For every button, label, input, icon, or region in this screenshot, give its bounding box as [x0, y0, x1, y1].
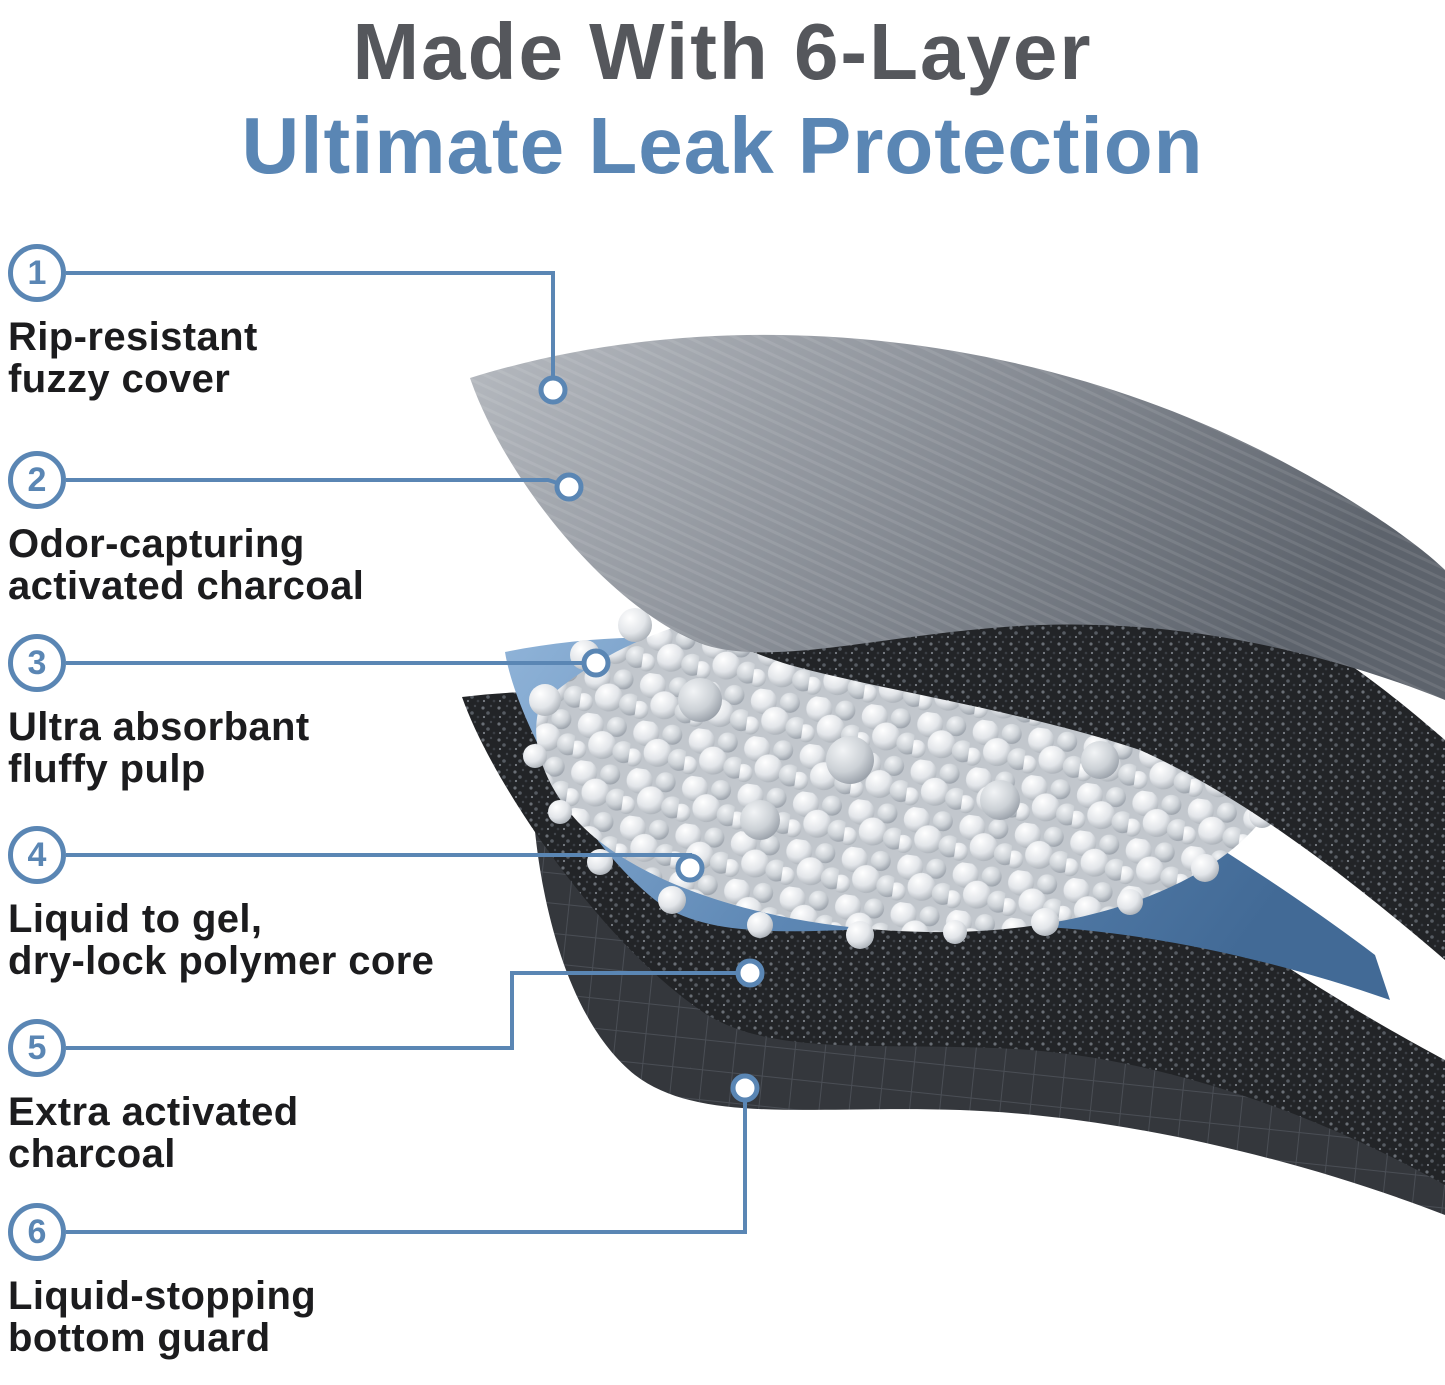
layer-stack	[462, 334, 1445, 1215]
layer-1-label: Rip-resistant fuzzy cover	[8, 316, 258, 401]
layer-2-number: 2	[27, 460, 47, 499]
layer-2-label: Odor-capturing activated charcoal	[8, 523, 364, 608]
layer-item-5: 5 Extra activated charcoal	[8, 1019, 299, 1176]
layer-1-label-line1: Rip-resistant	[8, 315, 258, 359]
connector-dot-4	[675, 853, 705, 883]
layer-6-number-badge: 6	[8, 1203, 66, 1261]
layer-5-number-badge: 5	[8, 1019, 66, 1077]
layer-3-label-line1: Ultra absorbant	[8, 705, 310, 749]
layer-2-label-line2: activated charcoal	[8, 564, 365, 609]
layer-3-number: 3	[27, 643, 47, 682]
layer-1-label-line2: fuzzy cover	[8, 357, 231, 402]
connector-dots	[538, 375, 765, 1103]
title-line2: Ultimate Leak Protection	[241, 101, 1204, 190]
layer-4-label: Liquid to gel, dry-lock polymer core	[8, 898, 434, 983]
layer-6-label-line1: Liquid-stopping	[8, 1274, 317, 1318]
layer-4-number: 4	[27, 835, 47, 874]
connector-dot-3	[581, 648, 611, 678]
layer-3-label-line2: fluffy pulp	[8, 747, 206, 792]
layer-5-label-line1: Extra activated	[8, 1090, 299, 1134]
layer-5-label: Extra activated charcoal	[8, 1091, 299, 1176]
connector-dot-6	[730, 1073, 760, 1103]
layer-1-number-badge: 1	[8, 244, 66, 302]
layer-3-label: Ultra absorbant fluffy pulp	[8, 706, 310, 791]
layer-1-number: 1	[27, 253, 47, 292]
layer-4-label-line1: Liquid to gel,	[8, 897, 263, 941]
layer-6-number: 6	[27, 1212, 47, 1251]
layer-4-label-line2: dry-lock polymer core	[8, 939, 435, 984]
connector-line-1	[66, 271, 555, 380]
connector-dot-1	[538, 375, 568, 405]
layer-3-number-badge: 3	[8, 634, 66, 692]
layer-item-4: 4 Liquid to gel, dry-lock polymer core	[8, 826, 434, 983]
layer-item-1: 1 Rip-resistant fuzzy cover	[8, 244, 258, 401]
layer-2-number-badge: 2	[8, 451, 66, 509]
layer-item-2: 2 Odor-capturing activated charcoal	[8, 451, 364, 608]
layer-6-label: Liquid-stopping bottom guard	[8, 1275, 316, 1360]
connector-dot-5	[735, 958, 765, 988]
layer-item-6: 6 Liquid-stopping bottom guard	[8, 1203, 316, 1360]
layer-5-number: 5	[27, 1028, 47, 1067]
title-line1: Made With 6-Layer	[352, 7, 1093, 96]
connector-dot-2	[554, 472, 584, 502]
layer-6-label-line2: bottom guard	[8, 1316, 271, 1361]
layer-4-number-badge: 4	[8, 826, 66, 884]
layer-2-label-line1: Odor-capturing	[8, 522, 305, 566]
connector-line-5	[66, 971, 744, 1050]
layer-item-3: 3 Ultra absorbant fluffy pulp	[8, 634, 310, 791]
page-title: Made With 6-Layer Ultimate Leak Protecti…	[0, 2, 1445, 190]
layer-5-label-line2: charcoal	[8, 1132, 176, 1177]
connector-line-6	[66, 1096, 747, 1234]
layer-fuzzy-cover-texture	[470, 334, 1445, 700]
